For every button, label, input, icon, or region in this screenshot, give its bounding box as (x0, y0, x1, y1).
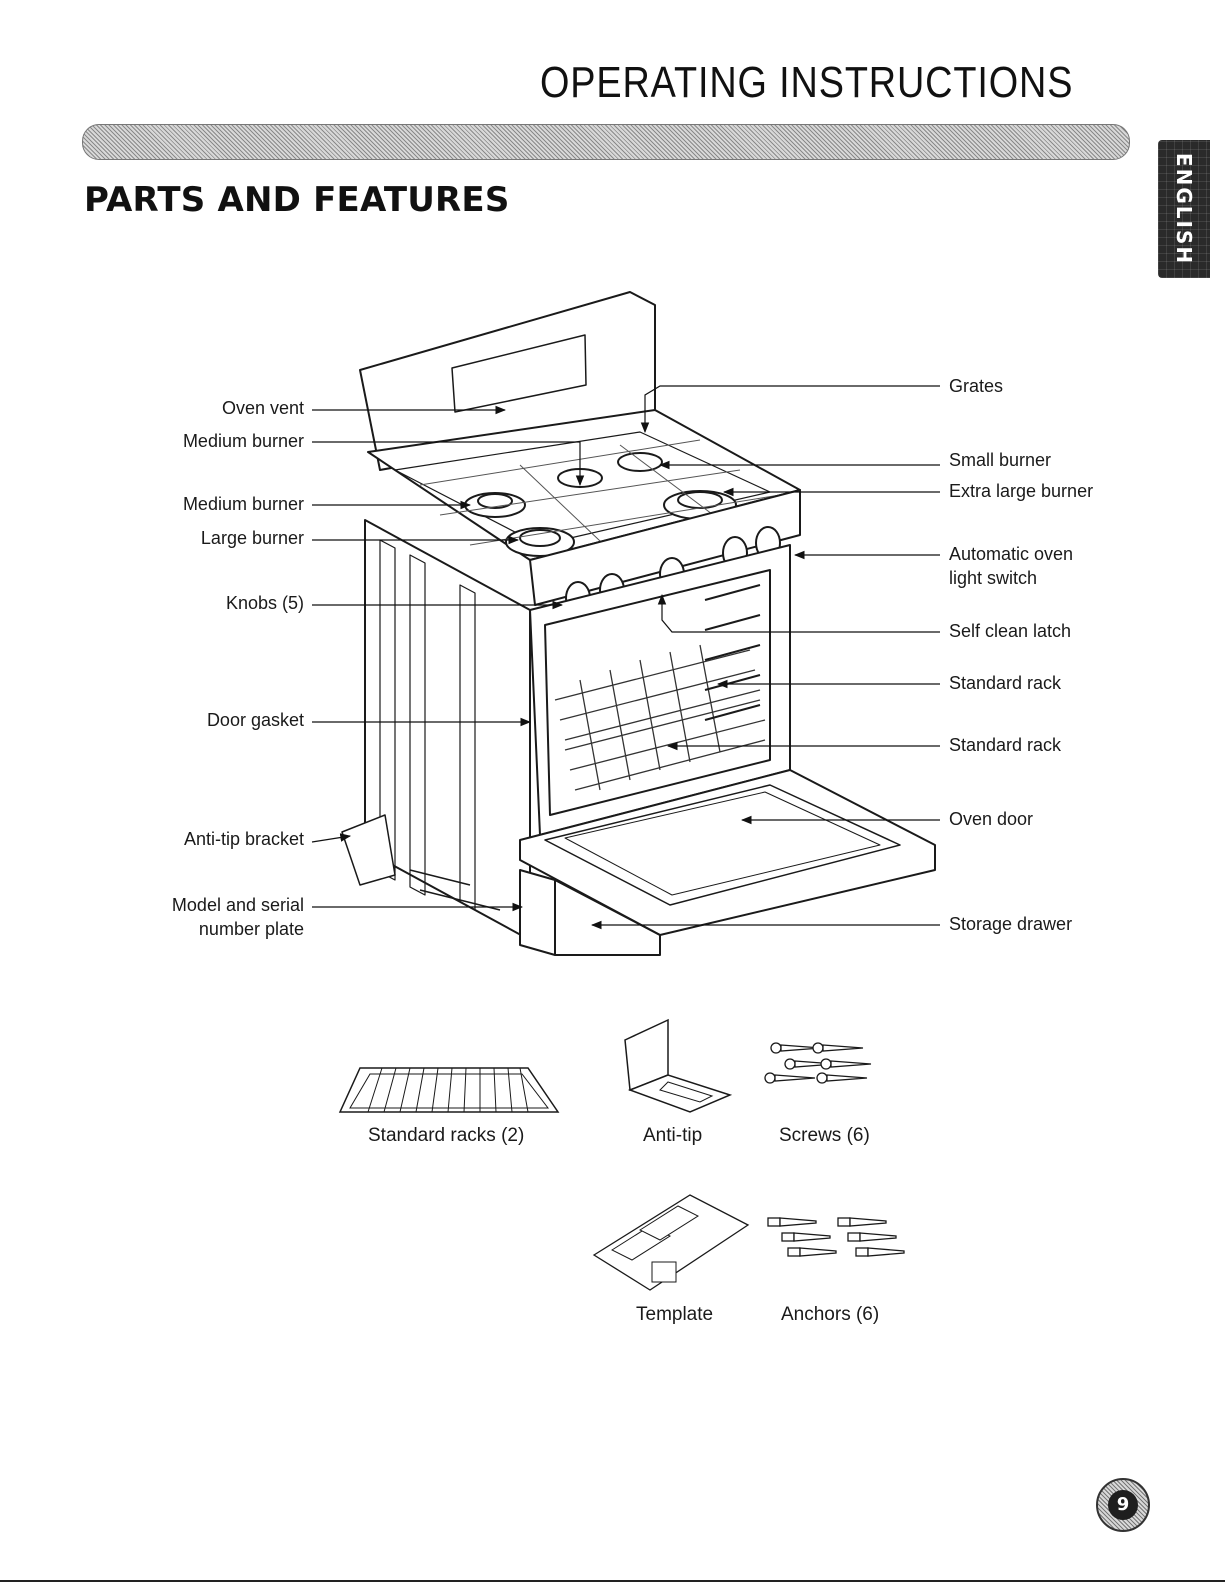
label-oven-vent: Oven vent (221, 398, 304, 418)
language-tab: ENGLISH (1158, 140, 1210, 278)
label-auto-light-line2: light switch (949, 568, 1038, 588)
label-knobs: Knobs (5) (225, 593, 304, 613)
label-door-gasket: Door gasket (206, 710, 304, 730)
label-standard-rack-lower: Standard rack (949, 735, 1062, 755)
caption-standard-racks: Standard racks (2) (368, 1125, 525, 1146)
control-panel (529, 489, 801, 606)
section-title: PARTS AND FEATURES (84, 180, 510, 220)
label-model-serial-plate: Model and serial number plate (120, 893, 304, 941)
page-bottom-rule (0, 1580, 1225, 1582)
page-number-badge: 9 (1096, 1478, 1150, 1532)
template-illustration (592, 1194, 750, 1291)
label-self-clean-latch: Self clean latch (949, 621, 1072, 641)
label-anti-tip-bracket: Anti-tip bracket (183, 829, 304, 849)
caption-template: Template (636, 1304, 714, 1325)
label-medium-burner-front: Medium burner (182, 494, 304, 514)
oven-cavity (544, 569, 771, 816)
storage-drawer-body (519, 869, 556, 956)
burner-small (617, 452, 663, 472)
caption-screws: Screws (6) (779, 1125, 870, 1146)
label-model-serial-line1: Model and serial (171, 895, 304, 915)
anchors-illustration (767, 1217, 905, 1257)
burner-medium-front (464, 492, 526, 518)
screws-illustration (764, 1042, 872, 1084)
label-standard-rack-upper: Standard rack (949, 673, 1062, 693)
label-large-burner: Large burner (200, 528, 304, 548)
anti-tip-illustration (624, 1018, 733, 1113)
burner-large (505, 527, 575, 557)
label-extra-large-burner: Extra large burner (949, 481, 1094, 501)
label-small-burner: Small burner (949, 450, 1052, 470)
anti-tip-bracket-shape (341, 814, 396, 886)
oven-door-panel (519, 769, 936, 936)
label-grates: Grates (949, 376, 1004, 396)
page-header-title: OPERATING INSTRUCTIONS (540, 58, 1074, 107)
page-number: 9 (1108, 1490, 1138, 1520)
oven-racks (554, 644, 766, 791)
standard-rack-illustration (338, 1067, 560, 1113)
label-auto-light-line1: Automatic oven (949, 544, 1074, 564)
label-storage-drawer: Storage drawer (949, 914, 1073, 934)
backguard-display (451, 334, 587, 413)
caption-anti-tip: Anti-tip (643, 1125, 703, 1146)
label-oven-door: Oven door (949, 809, 1034, 829)
caption-anchors: Anchors (6) (781, 1304, 880, 1325)
label-medium-burner-rear: Medium burner (182, 431, 304, 451)
label-model-serial-line2: number plate (198, 919, 304, 939)
label-automatic-oven-light-switch: Automatic oven light switch (949, 542, 1073, 590)
header-bar (82, 124, 1130, 160)
